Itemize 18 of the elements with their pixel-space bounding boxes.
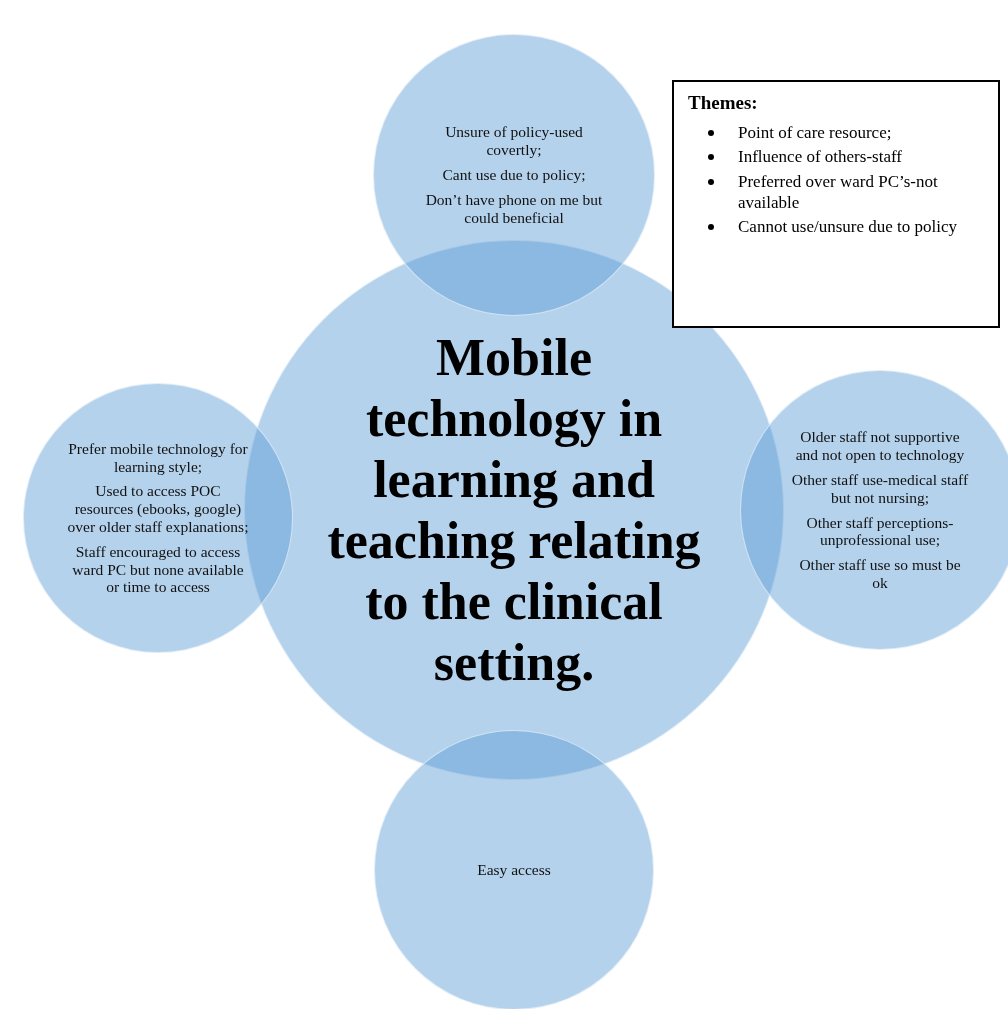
circle-text: Easy access (476, 861, 552, 879)
legend-heading: Themes: (688, 92, 759, 114)
legend-box (672, 80, 1000, 328)
circle-text: Prefer mobile technology for learning style; (67, 439, 249, 476)
circle-text: Other staff use-medical staff but not nursing; (790, 470, 970, 507)
circle-text: Cant use due to policy; (441, 166, 587, 184)
circle-text: Unsure of policy-used covertly; (444, 123, 584, 160)
central-title: Mobile technology in learning and teaching relating to the clinical setting. (326, 328, 702, 693)
circle-text: Used to access POC resources (ebooks, google) over older staff explanations; (66, 482, 250, 536)
circle-text: Older staff not supportive and not open to technology (794, 428, 966, 464)
theme-item: Cannot use/unsure due to policy (738, 216, 959, 238)
theme-item: Influence of others-staff (738, 146, 903, 168)
theme-item: Preferred over ward PC’s-not available (738, 170, 939, 213)
circle-text: Other staff perceptions-unprofessional use; (805, 513, 955, 550)
theme-item: Point of care resource; (738, 122, 893, 144)
circle-text: Don’t have phone on me but could beneficial (424, 190, 604, 227)
circle-text: Staff encouraged to access ward PC but none available or time to access (71, 542, 245, 597)
circle-text: Other staff use so must be ok (798, 556, 962, 592)
